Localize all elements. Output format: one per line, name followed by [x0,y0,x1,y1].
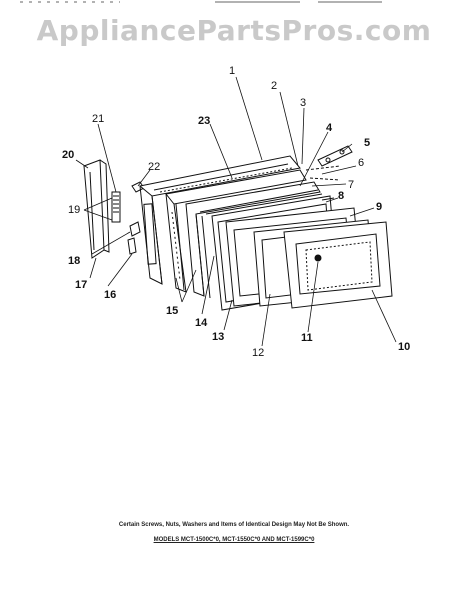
callout-19: 19 [68,204,80,216]
door-inner-frame [165,169,307,293]
callout-16: 16 [104,289,116,301]
footer-note: Certain Screws, Nuts, Washers and Items … [118,522,350,528]
callout-15: 15 [166,305,178,317]
watermark: AppliancePartsPros.com [36,14,432,47]
callout-21: 21 [92,113,104,125]
outer-door-frame [138,155,301,285]
callout-6: 6 [358,157,364,169]
latch-parts [305,145,353,181]
footer-models: MODELS MCT-1500C*0, MCT-1550C*0 AND MCT-… [153,537,315,543]
callout-9: 9 [376,201,382,213]
callout-11: 11 [301,332,313,344]
hinge-parts [111,181,145,255]
callout-5: 5 [364,137,370,149]
callout-14: 14 [195,317,208,329]
callout-20: 20 [62,149,74,161]
door-handle [83,159,110,259]
callout-17: 17 [75,279,87,291]
callout-8: 8 [338,190,344,202]
callout-4: 4 [326,122,333,134]
callout-7: 7 [348,179,354,191]
callout-12: 12 [252,347,264,359]
callout-1: 1 [229,65,235,77]
callout-13: 13 [212,331,224,343]
callout-18: 18 [68,255,80,267]
callout-3: 3 [300,97,306,109]
callout-labels: 1 2 3 4 5 6 7 8 9 10 11 12 13 14 15 16 1… [62,65,410,359]
door-seal-layers [185,181,323,299]
leader-lines [75,76,397,347]
callout-10: 10 [398,341,410,353]
front-door-panel [283,221,393,309]
callout-2: 2 [271,80,277,92]
callout-22: 22 [148,161,160,173]
callout-23: 23 [198,115,210,127]
